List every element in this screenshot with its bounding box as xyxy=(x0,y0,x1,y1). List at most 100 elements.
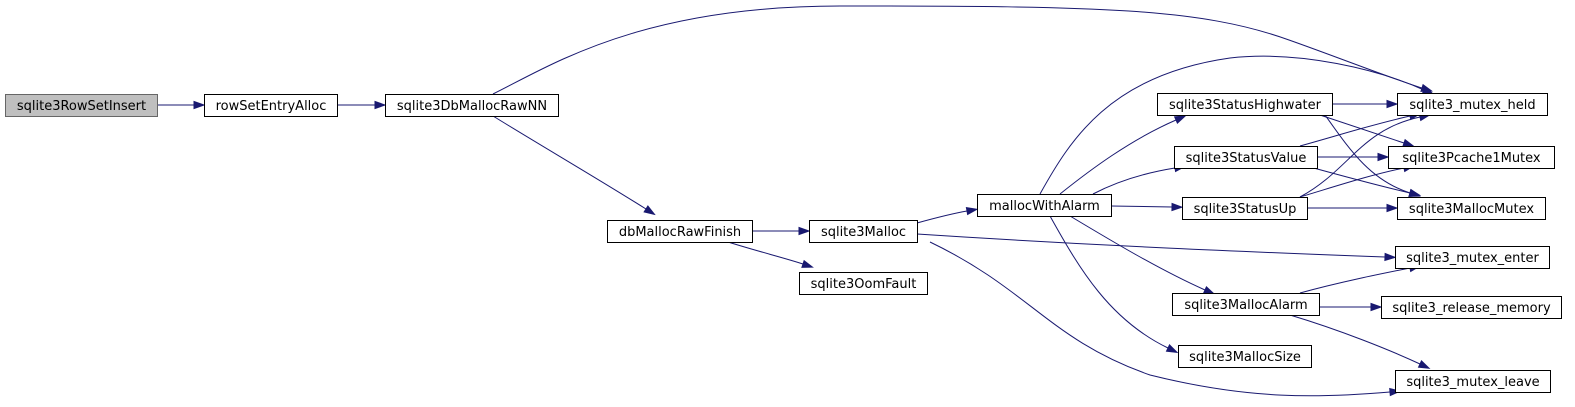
arrowhead-icon xyxy=(1377,152,1390,162)
node-box[interactable] xyxy=(1397,93,1548,116)
node-label: sqlite3StatusUp xyxy=(1194,202,1297,217)
node-box[interactable] xyxy=(607,220,753,243)
edge-line xyxy=(492,115,647,210)
node-box[interactable] xyxy=(1381,296,1562,319)
node-sqlite3MallocSize[interactable]: sqlite3MallocSize xyxy=(1178,345,1312,368)
node-label: sqlite3_release_memory xyxy=(1392,301,1551,316)
node-label: sqlite3_mutex_enter xyxy=(1406,251,1539,266)
arrowhead-icon xyxy=(1173,115,1187,125)
node-sqlite3_mutex_held[interactable]: sqlite3_mutex_held xyxy=(1397,93,1548,116)
node-label: sqlite3MallocMutex xyxy=(1409,202,1534,217)
edge-line xyxy=(1069,215,1206,291)
edge-mallocWithAlarm-to-sqlite3StatusHighwater xyxy=(1059,115,1187,195)
node-box[interactable] xyxy=(809,220,918,243)
edge-line xyxy=(916,233,1386,258)
edge-line xyxy=(1049,215,1169,349)
node-dbMallocRawFinish[interactable]: dbMallocRawFinish xyxy=(607,220,753,243)
node-box[interactable] xyxy=(1397,197,1546,220)
node-box[interactable] xyxy=(385,94,559,117)
node-sqlite3StatusValue[interactable]: sqlite3StatusValue xyxy=(1174,146,1318,169)
edge-line xyxy=(1299,167,1405,198)
node-label: dbMallocRawFinish xyxy=(619,225,741,240)
edge-sqlite3StatusHighwater-to-sqlite3_mutex_held xyxy=(1332,99,1399,109)
edge-sqlite3RowSetInsert-to-rowSetEntryAlloc xyxy=(157,100,206,110)
node-sqlite3_mutex_leave[interactable]: sqlite3_mutex_leave xyxy=(1395,370,1551,393)
arrowhead-icon xyxy=(965,206,979,216)
node-box[interactable] xyxy=(799,272,928,295)
node-label: sqlite3StatusHighwater xyxy=(1169,98,1322,113)
node-sqlite3MallocAlarm[interactable]: sqlite3MallocAlarm xyxy=(1172,293,1320,316)
arrowhead-icon xyxy=(1165,343,1179,354)
node-box[interactable] xyxy=(5,94,158,117)
node-label: sqlite3RowSetInsert xyxy=(17,99,146,114)
node-label: sqlite3StatusValue xyxy=(1186,151,1307,166)
edge-mallocWithAlarm-to-sqlite3StatusUp xyxy=(1110,202,1184,212)
node-layer: sqlite3RowSetInsert rowSetEntryAlloc sqlit… xyxy=(5,93,1562,393)
edge-line xyxy=(1319,114,1405,144)
edge-sqlite3StatusValue-to-sqlite3Pcache1Mutex xyxy=(1317,152,1390,162)
node-label: sqlite3_mutex_leave xyxy=(1406,375,1539,390)
node-box[interactable] xyxy=(1395,370,1551,393)
edge-line xyxy=(1039,55,1425,195)
edge-line xyxy=(1110,205,1173,208)
edge-sqlite3MallocAlarm-to-sqlite3_release_memory xyxy=(1319,302,1383,312)
node-sqlite3_release_memory[interactable]: sqlite3_release_memory xyxy=(1381,296,1562,319)
arrowhead-icon xyxy=(1202,285,1216,295)
arrowhead-icon xyxy=(1370,302,1383,312)
node-box[interactable] xyxy=(1174,146,1318,169)
edge-dbMallocRawFinish-to-sqlite3Malloc xyxy=(752,226,811,236)
node-rowSetEntryAlloc[interactable]: rowSetEntryAlloc xyxy=(204,94,338,117)
edge-line xyxy=(1289,314,1421,365)
node-sqlite3Pcache1Mutex[interactable]: sqlite3Pcache1Mutex xyxy=(1388,146,1555,169)
edge-sqlite3StatusHighwater-to-sqlite3Pcache1Mutex xyxy=(1319,114,1415,147)
node-box[interactable] xyxy=(977,194,1112,217)
edge-sqlite3DbMallocRawNN-to-dbMallocRawFinish xyxy=(492,115,656,216)
node-sqlite3RowSetInsert[interactable]: sqlite3RowSetInsert xyxy=(5,94,158,117)
node-sqlite3_mutex_enter[interactable]: sqlite3_mutex_enter xyxy=(1395,246,1550,269)
edge-line xyxy=(1299,115,1411,147)
node-sqlite3StatusHighwater[interactable]: sqlite3StatusHighwater xyxy=(1157,93,1333,116)
arrowhead-icon xyxy=(643,205,656,216)
node-mallocWithAlarm[interactable]: mallocWithAlarm xyxy=(977,194,1112,217)
edge-line xyxy=(1324,114,1411,194)
node-sqlite3StatusUp[interactable]: sqlite3StatusUp xyxy=(1182,197,1308,220)
edge-line xyxy=(1299,116,1421,198)
node-box[interactable] xyxy=(1182,197,1308,220)
arrowhead-icon xyxy=(1408,188,1422,197)
node-sqlite3OomFault[interactable]: sqlite3OomFault xyxy=(799,272,928,295)
node-box[interactable] xyxy=(1388,146,1555,169)
arrowhead-icon xyxy=(801,259,814,268)
edge-sqlite3DbMallocRawNN-to-sqlite3_mutex_held xyxy=(492,5,1433,95)
edge-line xyxy=(492,5,1423,95)
edge-sqlite3StatusValue-to-sqlite3_mutex_held xyxy=(1299,112,1422,147)
edge-sqlite3Malloc-to-sqlite3_mutex_leave xyxy=(929,241,1402,397)
node-box[interactable] xyxy=(204,94,338,117)
arrowhead-icon xyxy=(1384,252,1397,262)
edge-line xyxy=(727,241,804,265)
node-box[interactable] xyxy=(1157,93,1333,116)
node-sqlite3MallocMutex[interactable]: sqlite3MallocMutex xyxy=(1397,197,1546,220)
edge-dbMallocRawFinish-to-sqlite3OomFault xyxy=(727,241,814,268)
node-label: sqlite3MallocSize xyxy=(1189,350,1301,365)
node-label: mallocWithAlarm xyxy=(989,199,1100,214)
arrowhead-icon xyxy=(1402,138,1415,147)
node-sqlite3DbMallocRawNN[interactable]: sqlite3DbMallocRawNN xyxy=(385,94,559,117)
edge-layer xyxy=(157,5,1435,397)
node-box[interactable] xyxy=(1172,293,1320,316)
edge-line xyxy=(1299,267,1411,294)
arrowhead-icon xyxy=(1386,99,1399,109)
edge-mallocWithAlarm-to-sqlite3MallocSize xyxy=(1049,215,1179,354)
arrowhead-icon xyxy=(798,226,811,236)
arrowhead-icon xyxy=(374,100,387,110)
arrowhead-icon xyxy=(193,100,206,110)
edge-line xyxy=(1059,119,1177,195)
node-box[interactable] xyxy=(1395,246,1550,269)
node-sqlite3Malloc[interactable]: sqlite3Malloc xyxy=(809,220,918,243)
node-label: sqlite3OomFault xyxy=(811,277,917,292)
node-label: sqlite3DbMallocRawNN xyxy=(397,99,547,114)
node-box[interactable] xyxy=(1178,345,1312,368)
edge-sqlite3StatusValue-to-sqlite3MallocMutex xyxy=(1309,166,1422,197)
arrowhead-icon xyxy=(1417,359,1431,369)
edge-line xyxy=(929,241,1391,397)
